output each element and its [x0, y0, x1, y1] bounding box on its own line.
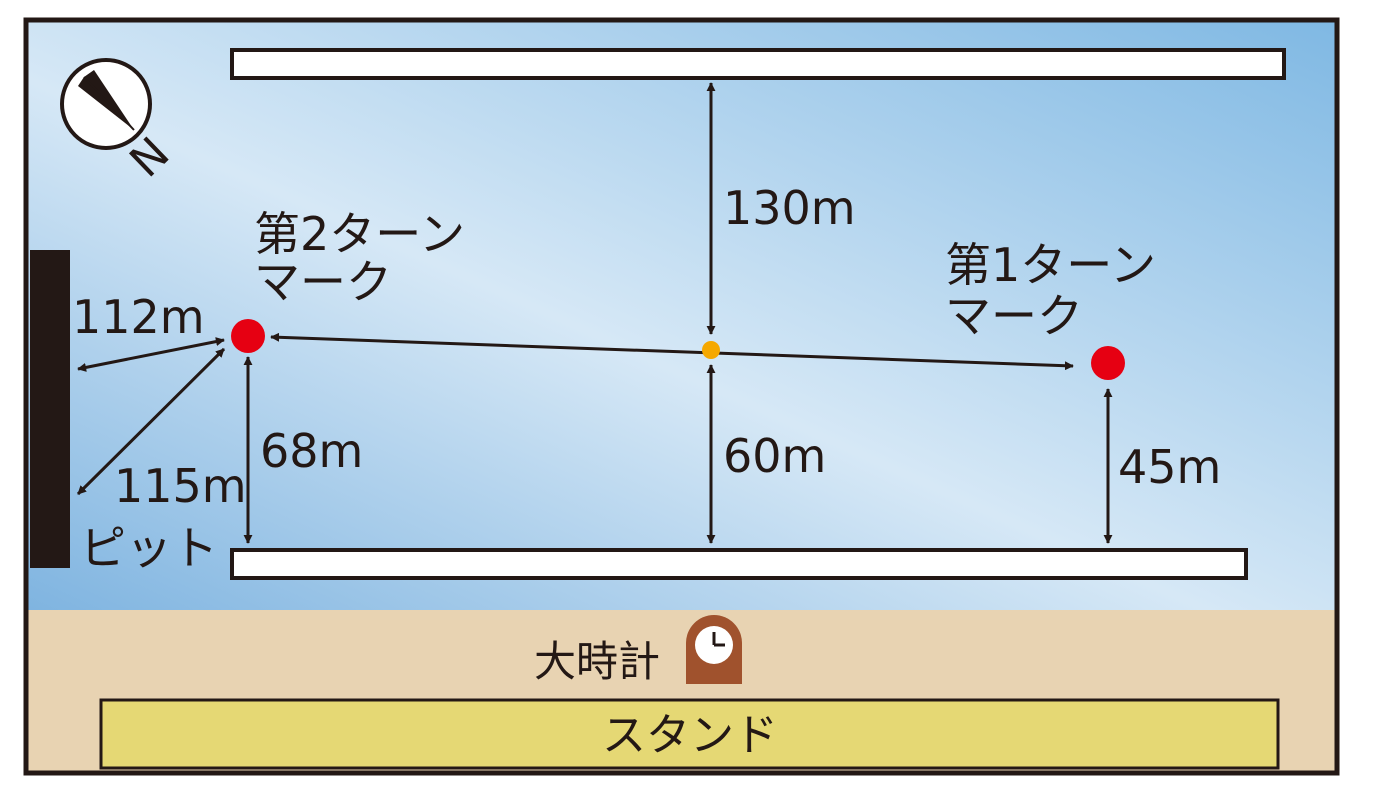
second-turn-mark [231, 319, 265, 353]
grandfather-clock-icon [686, 615, 742, 684]
stand [99, 698, 1280, 770]
near-boundary-bar [230, 548, 1248, 580]
distance-second-mark-to-stand-bank: 68m [260, 424, 363, 478]
clock-label: 大時計 [534, 637, 660, 686]
second-turn-mark-label-line2: マーク [254, 255, 392, 309]
arrow-second-mark-to-pit [76, 347, 226, 496]
distance-arrows [76, 82, 1113, 544]
distance-second-mark-to-pit-bank: 112m [72, 290, 205, 344]
first-turn-mark-label-line2: マーク [945, 289, 1083, 343]
distance-width-upper: 130m [723, 181, 856, 235]
water-area [26, 20, 1337, 610]
first-turn-mark-label-line1: 第1ターン [945, 238, 1156, 292]
pit-label: ピット [80, 521, 218, 575]
far-boundary-bar [230, 48, 1286, 80]
arrow-between-marks [270, 332, 1074, 371]
distance-second-mark-to-pit: 115m [114, 459, 247, 513]
first-turn-mark [1091, 346, 1125, 380]
outer-frame [23, 17, 1340, 776]
second-turn-mark-label-line1: 第2ターン [254, 207, 465, 261]
distance-first-mark-to-stand-bank: 45m [1118, 440, 1221, 494]
distance-width-lower: 60m [723, 429, 826, 483]
pit-bank [30, 250, 70, 568]
stand-label: スタンド [602, 710, 778, 761]
course-center-dot [702, 341, 720, 359]
north-compass-icon [60, 58, 152, 150]
